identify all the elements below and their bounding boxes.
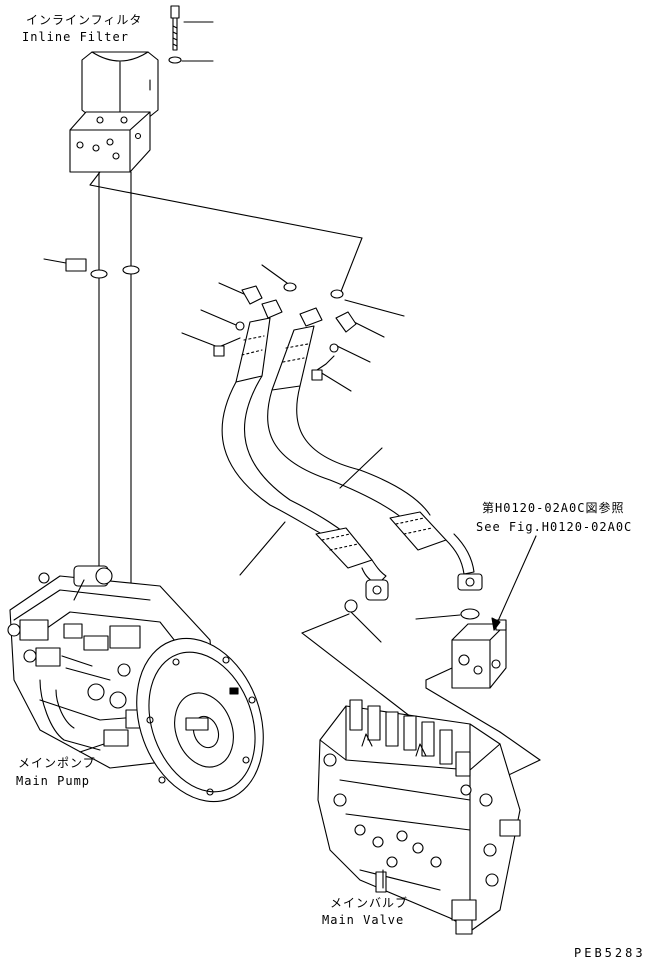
see-fig-label-en: See Fig.H0120-02A0C: [476, 520, 633, 534]
hoses: [221, 375, 483, 601]
filter-head: [69, 111, 151, 173]
main-pump-label-jp: メインポンプ: [18, 756, 96, 770]
inline-filter-label-jp: インラインフィルタ: [26, 13, 143, 27]
see-fig-label-jp: 第H0120-02A0C図参照: [482, 501, 625, 515]
main-valve-label-jp: メインバルブ: [330, 896, 409, 910]
filter-washer: [168, 56, 182, 64]
main-valve: [317, 699, 521, 935]
drawing-number: PEB5283: [574, 946, 646, 960]
vertical-line-orings: [43, 258, 140, 279]
inline-filter-label-en: Inline Filter: [22, 30, 129, 44]
hose-fittings: [181, 264, 405, 392]
pilot-valve-block: [425, 535, 541, 783]
filter-bolt: [170, 5, 180, 51]
main-pump: [7, 565, 264, 803]
main-pump-label-en: Main Pump: [16, 774, 91, 788]
inline-filter: [69, 5, 214, 173]
main-valve-label-en: Main Valve: [322, 913, 405, 927]
